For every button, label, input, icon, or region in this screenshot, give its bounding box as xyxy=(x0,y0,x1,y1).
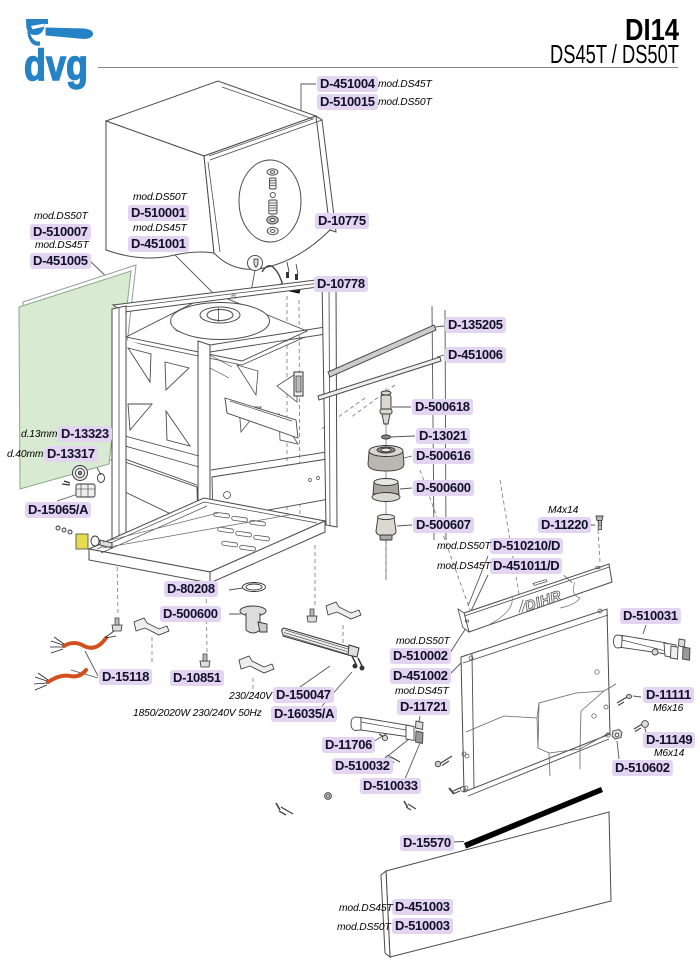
svg-text:dvg: dvg xyxy=(24,41,88,90)
svg-text:DS45T / DS50T: DS45T / DS50T xyxy=(550,39,679,69)
svg-text:DI14: DI14 xyxy=(625,12,680,47)
